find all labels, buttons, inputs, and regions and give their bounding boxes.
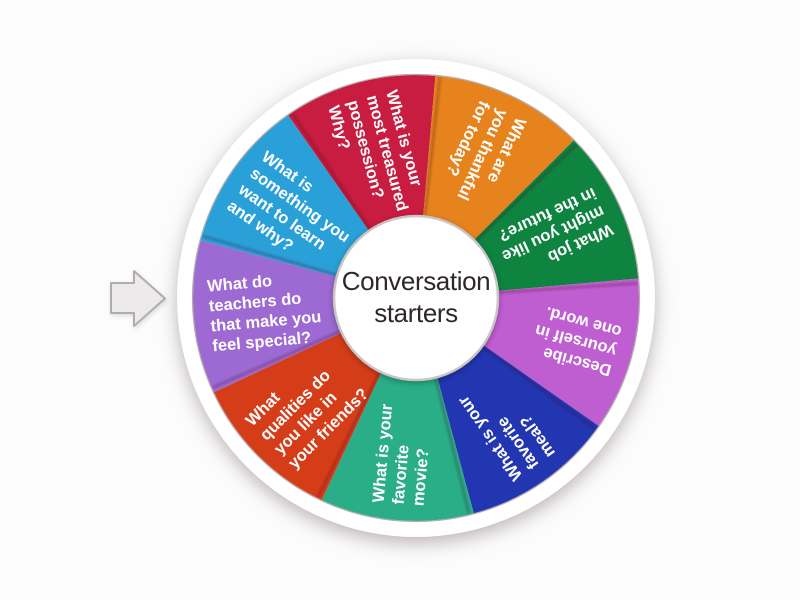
spin-pointer — [110, 270, 166, 327]
segment-divider — [202, 234, 336, 277]
wheel-hub[interactable] — [332, 214, 500, 382]
segment-divider — [434, 379, 471, 514]
wheel-segment-label: What doteachers dothat make youfeel spec… — [206, 268, 323, 355]
wheel[interactable]: What is yourmost treasuredpossession?Why… — [177, 59, 655, 537]
wheel-segment-5[interactable] — [321, 298, 474, 522]
wheel-segment-7[interactable] — [192, 240, 416, 393]
wheel-rim-edge — [191, 73, 641, 523]
segment-divider — [475, 143, 578, 241]
segment-divider — [212, 330, 340, 389]
arrow-right-icon — [110, 270, 166, 327]
segment-divider — [316, 372, 381, 498]
segment-divider — [291, 112, 371, 230]
segment-divider — [423, 77, 442, 215]
segment-divider — [482, 346, 597, 431]
segment-divider — [499, 281, 638, 294]
